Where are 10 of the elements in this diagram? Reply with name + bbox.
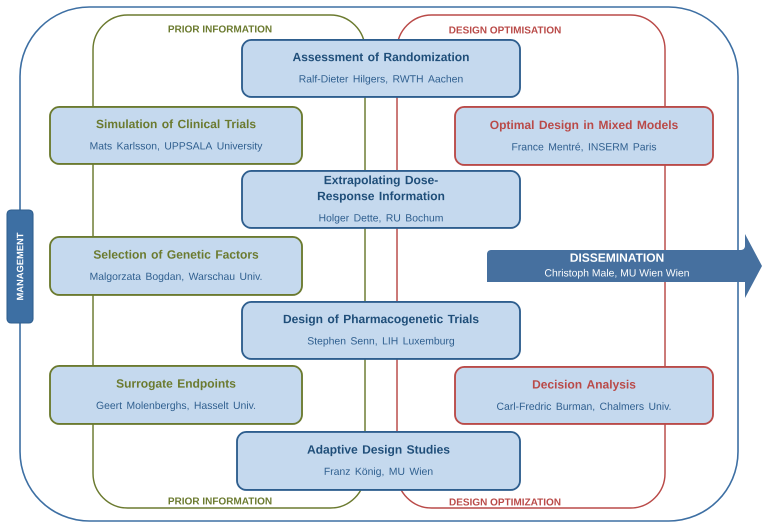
topic-box: Optimal Design in Mixed Models France Mentré, INSERM Paris — [454, 106, 714, 166]
topic-box: Design of Pharmacogenetic Trials Stephen Senn, LIH Luxemburg — [241, 301, 521, 360]
topic-box: Extrapolating Dose-Response Information Holger Dette, RU Bochum — [241, 170, 521, 229]
topic-box: Selection of Genetic Factors Malgorzata Bogdan, Warschau Univ. — [49, 236, 303, 296]
topic-box: Surrogate Endpoints Geert Molenberghs, Hasselt Univ. — [49, 365, 303, 425]
topic-box: Simulation of Clinical Trials Mats Karlsson, UPPSALA University — [49, 106, 303, 165]
topic-box: Assessment of Randomization Ralf-Dieter Hilgers, RWTH Aachen — [241, 39, 521, 98]
topic-box: Decision Analysis Carl-Fredric Burman, Chalmers Univ. — [454, 366, 714, 425]
topic-box: Adaptive Design Studies Franz König, MU Wien — [236, 431, 521, 491]
vertical-bar: MANAGEMENT — [6, 209, 34, 324]
